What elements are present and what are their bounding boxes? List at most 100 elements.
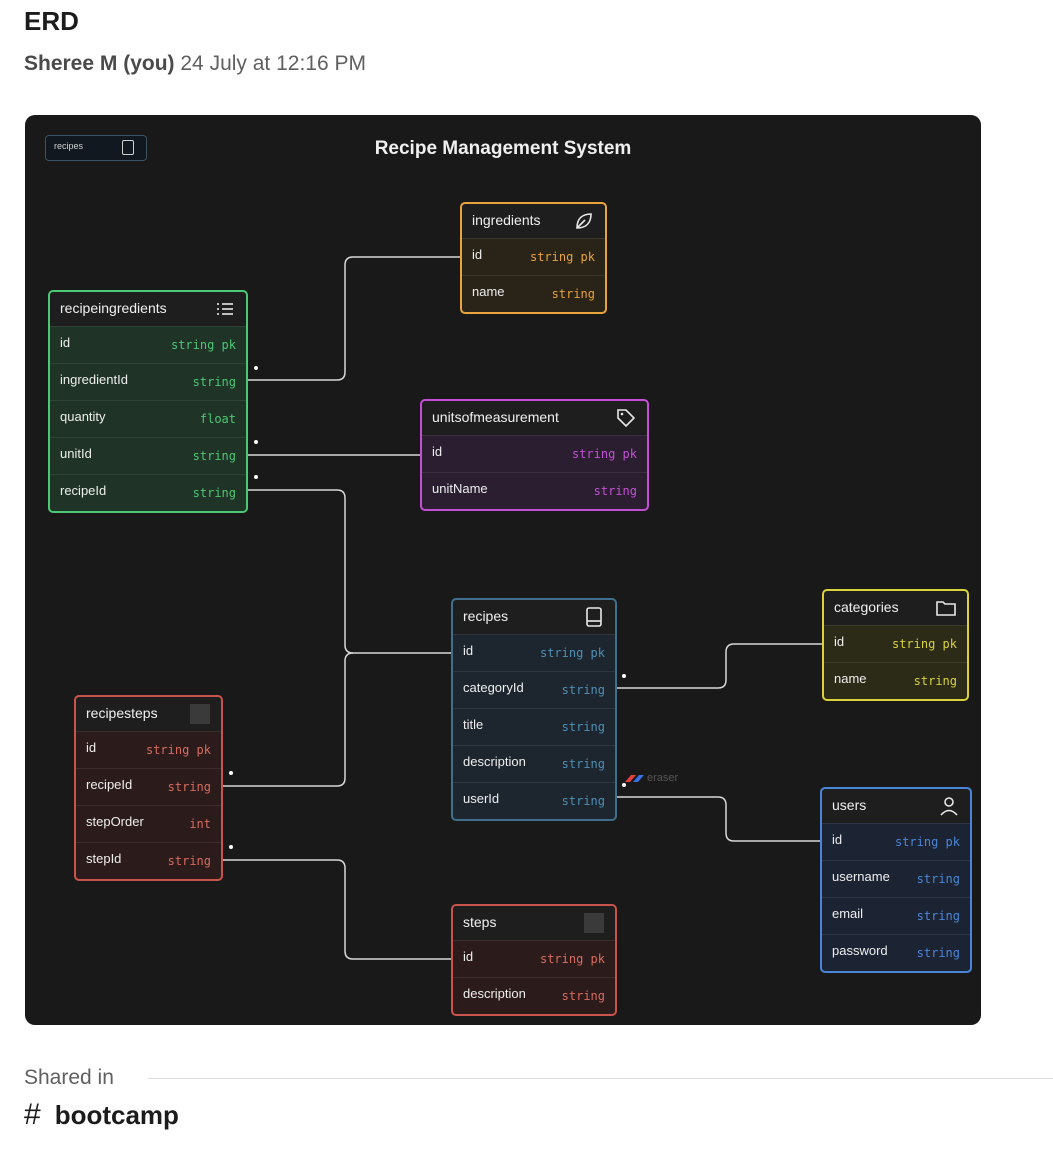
- table-title: users: [832, 797, 867, 813]
- table-title: steps: [463, 914, 497, 930]
- field-name: email: [832, 906, 864, 921]
- list-icon: [217, 303, 233, 315]
- square-icon: [190, 704, 210, 724]
- table-header: categories: [824, 591, 967, 625]
- book-icon: [122, 140, 134, 155]
- table-header: unitsofmeasurement: [422, 401, 647, 435]
- timestamp[interactable]: 24 July at 12:16 PM: [180, 52, 366, 75]
- field-name: unitId: [60, 446, 92, 461]
- field-name: name: [472, 284, 505, 299]
- leaf-icon: [576, 213, 592, 229]
- field-name: id: [463, 949, 474, 964]
- eraser-watermark: eraser: [625, 772, 679, 784]
- field-name: id: [432, 444, 443, 459]
- field-name: title: [463, 717, 484, 732]
- field-name: userId: [463, 791, 500, 806]
- table-header: recipes: [453, 600, 615, 634]
- table-header: recipesteps: [76, 697, 221, 731]
- table-field-row: id string pk: [76, 731, 221, 768]
- field-type: string pk: [145, 743, 211, 757]
- table-steps: steps id string pk description string: [451, 904, 617, 1016]
- file-title: ERD: [24, 6, 79, 36]
- field-name: name: [834, 671, 867, 686]
- link-recipe-steps: [220, 652, 354, 787]
- square-icon: [584, 913, 604, 933]
- divider: [148, 1078, 1053, 1079]
- table-title: recipes: [463, 608, 509, 624]
- field-type: string pk: [894, 835, 960, 849]
- field-type: string pk: [891, 637, 957, 651]
- thumbnail-label: recipes: [54, 141, 84, 151]
- field-type: string: [561, 720, 605, 734]
- channel-link[interactable]: #bootcamp: [24, 1098, 179, 1132]
- field-type: string: [192, 375, 236, 389]
- table-field-row: userId string: [453, 782, 615, 819]
- field-name: recipeId: [60, 483, 107, 498]
- table-field-row: name string: [462, 275, 605, 312]
- field-name: id: [86, 740, 97, 755]
- field-type: string: [916, 946, 960, 960]
- link-steps: [220, 859, 452, 960]
- table-header: steps: [453, 906, 615, 940]
- field-type: string pk: [170, 338, 236, 352]
- field-name: id: [832, 832, 843, 847]
- field-type: float: [199, 412, 236, 426]
- field-name: description: [463, 986, 526, 1001]
- field-type: string: [561, 757, 605, 771]
- folder-icon: [936, 601, 956, 616]
- field-name: id: [463, 643, 474, 658]
- author-name[interactable]: Sheree M (you): [24, 52, 175, 75]
- shared-in-label: Shared in: [24, 1066, 114, 1089]
- link-category: [615, 643, 823, 689]
- field-type: int: [189, 817, 211, 831]
- table-field-row: ingredientId string: [50, 363, 246, 400]
- field-name: id: [60, 335, 71, 350]
- field-name: stepOrder: [86, 814, 144, 829]
- field-type: string: [916, 909, 960, 923]
- watermark-label: eraser: [647, 772, 679, 784]
- erd-image-preview[interactable]: recipes Recipe Management System eraser …: [25, 115, 981, 1025]
- field-type: string: [551, 287, 595, 301]
- table-title: recipeingredients: [60, 300, 167, 316]
- book-icon: [586, 607, 602, 627]
- table-title: recipesteps: [86, 705, 158, 721]
- table-field-row: stepOrder int: [76, 805, 221, 842]
- link-ingredient: [245, 256, 461, 381]
- field-type: string: [192, 486, 236, 500]
- field-name: username: [832, 869, 890, 884]
- field-name: ingredientId: [60, 372, 128, 387]
- field-type: string pk: [571, 447, 637, 461]
- field-name: recipeId: [86, 777, 133, 792]
- field-type: string: [561, 989, 605, 1003]
- tag-icon: [617, 409, 636, 428]
- field-name: password: [832, 943, 888, 958]
- diagram-title: Recipe Management System: [374, 138, 632, 159]
- table-field-row: description string: [453, 977, 615, 1014]
- table-field-row: id string pk: [50, 326, 246, 363]
- table-field-row: title string: [453, 708, 615, 745]
- table-field-row: id string pk: [453, 940, 615, 977]
- channel-name: bootcamp: [54, 1100, 179, 1130]
- table-field-row: id string pk: [422, 435, 647, 472]
- table-recipeingredients: recipeingredients id string pk ingredient…: [48, 290, 248, 513]
- table-field-row: recipeId string: [50, 474, 246, 511]
- user-icon: [940, 797, 958, 816]
- table-field-row: email string: [822, 897, 970, 934]
- field-name: unitName: [432, 481, 488, 496]
- table-unitsofmeasurement: unitsofmeasurement id string pk unitName s…: [420, 399, 649, 511]
- field-type: string: [561, 794, 605, 808]
- field-type: string pk: [539, 952, 605, 966]
- table-header: ingredients: [462, 204, 605, 238]
- table-field-row: password string: [822, 934, 970, 971]
